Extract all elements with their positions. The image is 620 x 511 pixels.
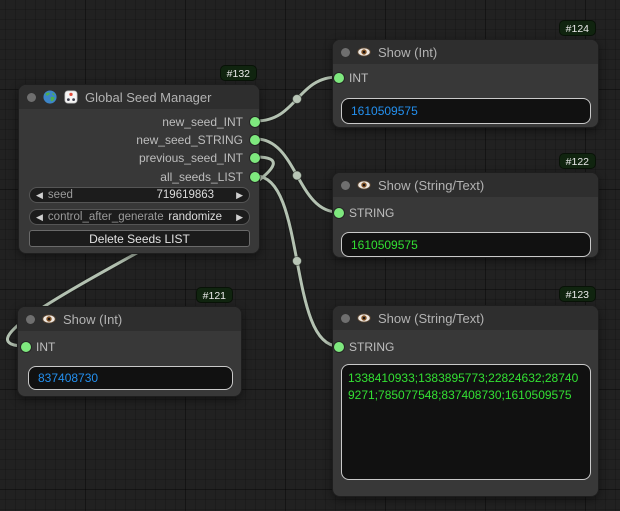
node-title-bar[interactable]: Show (String/Text) bbox=[333, 173, 598, 197]
output-slot-all-seeds-list[interactable] bbox=[250, 172, 260, 182]
input-slot-int[interactable] bbox=[334, 73, 344, 83]
globe-icon bbox=[43, 90, 57, 104]
int-value-field[interactable]: 1610509575 bbox=[341, 98, 591, 124]
node-title: Show (Int) bbox=[63, 311, 123, 327]
eye-icon bbox=[357, 313, 371, 323]
seed-widget[interactable]: ◀ seed 719619863 ▶ bbox=[29, 187, 250, 203]
eye-icon bbox=[357, 47, 371, 57]
string-value-textarea[interactable]: 1338410933;1383895773;22824632;287409271… bbox=[341, 364, 591, 480]
collapse-dot[interactable] bbox=[27, 92, 36, 102]
link-midpoint-dot[interactable] bbox=[292, 94, 302, 104]
node-show-int-124[interactable]: #124 Show (Int) INT 1610509575 bbox=[332, 20, 599, 128]
control-after-generate-value[interactable]: randomize bbox=[168, 211, 223, 223]
node-id-badge: #121 bbox=[195, 287, 233, 303]
seed-widget-label: seed bbox=[47, 189, 73, 201]
output-slot-new-seed-int[interactable] bbox=[250, 117, 260, 127]
node-title-bar[interactable]: Show (Int) bbox=[18, 307, 241, 331]
collapse-dot[interactable] bbox=[341, 47, 350, 57]
output-slot-new-seed-string[interactable] bbox=[250, 135, 260, 145]
link-midpoint-dot[interactable] bbox=[292, 256, 302, 266]
output-label: all_seeds_LIST bbox=[160, 170, 243, 184]
eye-icon bbox=[357, 180, 371, 190]
node-id-badge: #124 bbox=[558, 20, 596, 36]
input-label: STRING bbox=[349, 340, 395, 354]
collapse-dot[interactable] bbox=[341, 180, 350, 190]
control-after-generate-widget[interactable]: ◀ control_after_generate randomize ▶ bbox=[29, 209, 250, 225]
arrow-left-icon[interactable]: ◀ bbox=[36, 212, 43, 222]
input-label: INT bbox=[349, 71, 369, 85]
input-label: STRING bbox=[349, 206, 395, 220]
delete-seeds-list-button[interactable]: Delete Seeds LIST bbox=[29, 230, 250, 247]
collapse-dot[interactable] bbox=[26, 314, 35, 324]
node-global-seed-manager[interactable]: #132 Global Seed Manager new_seed_INT ne… bbox=[18, 65, 260, 254]
output-label: new_seed_INT bbox=[162, 115, 243, 129]
output-slot-previous-seed-int[interactable] bbox=[250, 153, 260, 163]
node-title: Show (String/Text) bbox=[378, 177, 485, 193]
input-slot-int[interactable] bbox=[21, 342, 31, 352]
node-id-badge: #123 bbox=[558, 286, 596, 302]
node-title: Show (String/Text) bbox=[378, 310, 485, 326]
node-title: Show (Int) bbox=[378, 44, 438, 60]
output-label: new_seed_STRING bbox=[136, 133, 243, 147]
node-id-badge: #132 bbox=[219, 65, 257, 81]
node-id-badge: #122 bbox=[558, 153, 596, 169]
node-title-bar[interactable]: Show (String/Text) bbox=[333, 306, 598, 330]
node-title-bar[interactable]: Show (Int) bbox=[333, 40, 598, 64]
link-midpoint-dot[interactable] bbox=[292, 170, 302, 181]
arrow-right-icon[interactable]: ▶ bbox=[236, 190, 243, 200]
input-label: INT bbox=[36, 340, 56, 354]
node-show-string-122[interactable]: #122 Show (String/Text) STRING 161050957… bbox=[332, 153, 599, 258]
eye-icon bbox=[42, 314, 56, 324]
arrow-right-icon[interactable]: ▶ bbox=[236, 212, 243, 222]
node-show-string-123[interactable]: #123 Show (String/Text) STRING 133841093… bbox=[332, 286, 599, 497]
arrow-left-icon[interactable]: ◀ bbox=[36, 190, 43, 200]
seed-widget-value[interactable]: 719619863 bbox=[156, 189, 215, 201]
collapse-dot[interactable] bbox=[341, 313, 350, 323]
string-value-field[interactable]: 1610509575 bbox=[341, 232, 591, 257]
control-after-generate-label: control_after_generate bbox=[47, 211, 164, 223]
node-title-bar[interactable]: Global Seed Manager bbox=[19, 85, 259, 109]
int-value-field[interactable]: 837408730 bbox=[28, 366, 233, 390]
input-slot-string[interactable] bbox=[334, 342, 344, 352]
node-show-int-121[interactable]: #121 Show (Int) INT 837408730 bbox=[17, 287, 242, 397]
node-title: Global Seed Manager bbox=[85, 89, 212, 105]
dice-icon bbox=[64, 90, 78, 104]
input-slot-string[interactable] bbox=[334, 208, 344, 218]
output-label: previous_seed_INT bbox=[138, 151, 243, 165]
